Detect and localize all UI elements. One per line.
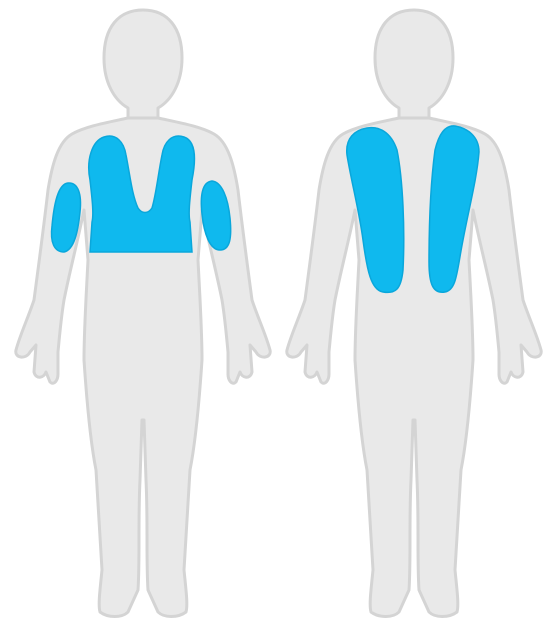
back-torso [287,118,541,617]
front-head [104,10,182,122]
front-torso [16,118,270,617]
back-figure [287,10,541,617]
back-head [375,10,453,122]
front-figure [16,10,270,617]
